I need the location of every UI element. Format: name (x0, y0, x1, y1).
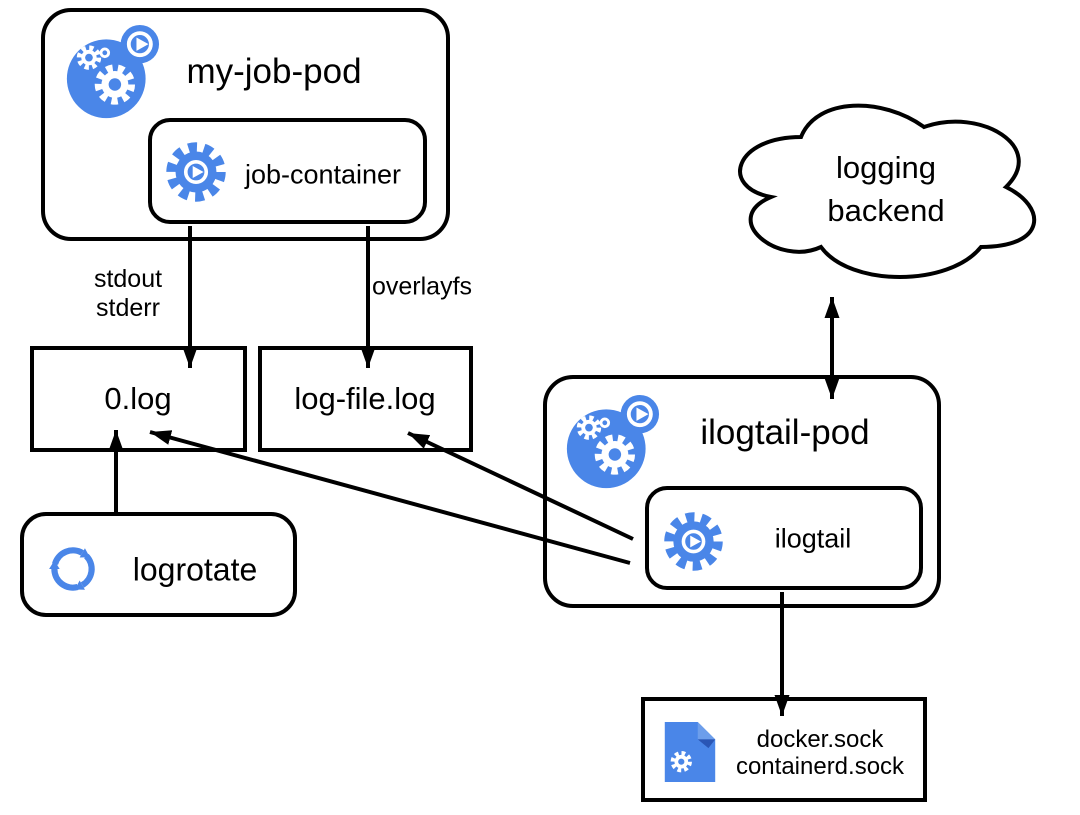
container-gear-icon (664, 512, 723, 571)
kubernetes-pod-icon (566, 394, 660, 489)
node-sockets: docker.sock containerd.sock (641, 697, 927, 802)
logrotate-label: logrotate (132, 551, 258, 588)
node-my-job-pod: my-job-pod job-container (41, 8, 450, 241)
kubernetes-pod-icon (66, 24, 160, 119)
0-log-label: 0.log (104, 381, 172, 416)
socket-file-icon (664, 721, 716, 783)
gear-large (94, 64, 136, 105)
sockets-line1: docker.sock (756, 726, 884, 753)
ilogtail-pod-title: ilogtail-pod (700, 413, 870, 452)
node-log-file-log: log-file.log (258, 346, 473, 452)
ilogtail-label: ilogtail (774, 523, 852, 554)
sockets-line2: containerd.sock (735, 753, 905, 780)
node-job-container: job-container (148, 118, 427, 224)
edge-label-stdout-stderr: stdout stderr (93, 265, 163, 322)
logrotate-icon (42, 547, 104, 600)
container-gear-icon (166, 142, 226, 202)
gear-small (76, 45, 102, 70)
log-file-log-label: log-file.log (294, 381, 436, 416)
node-logrotate: logrotate (20, 512, 297, 617)
logging-backend-label: logging backend (827, 150, 945, 228)
my-job-pod-title: my-job-pod (186, 52, 362, 91)
edge-label-overlayfs: overlayfs (371, 272, 473, 301)
sockets-label: docker.sock containerd.sock (736, 726, 904, 780)
job-container-label: job-container (244, 159, 402, 190)
node-ilogtail: ilogtail (645, 486, 923, 590)
node-0-log: 0.log (30, 346, 247, 452)
node-ilogtail-pod: ilogtail-pod ilogtail (543, 375, 941, 608)
